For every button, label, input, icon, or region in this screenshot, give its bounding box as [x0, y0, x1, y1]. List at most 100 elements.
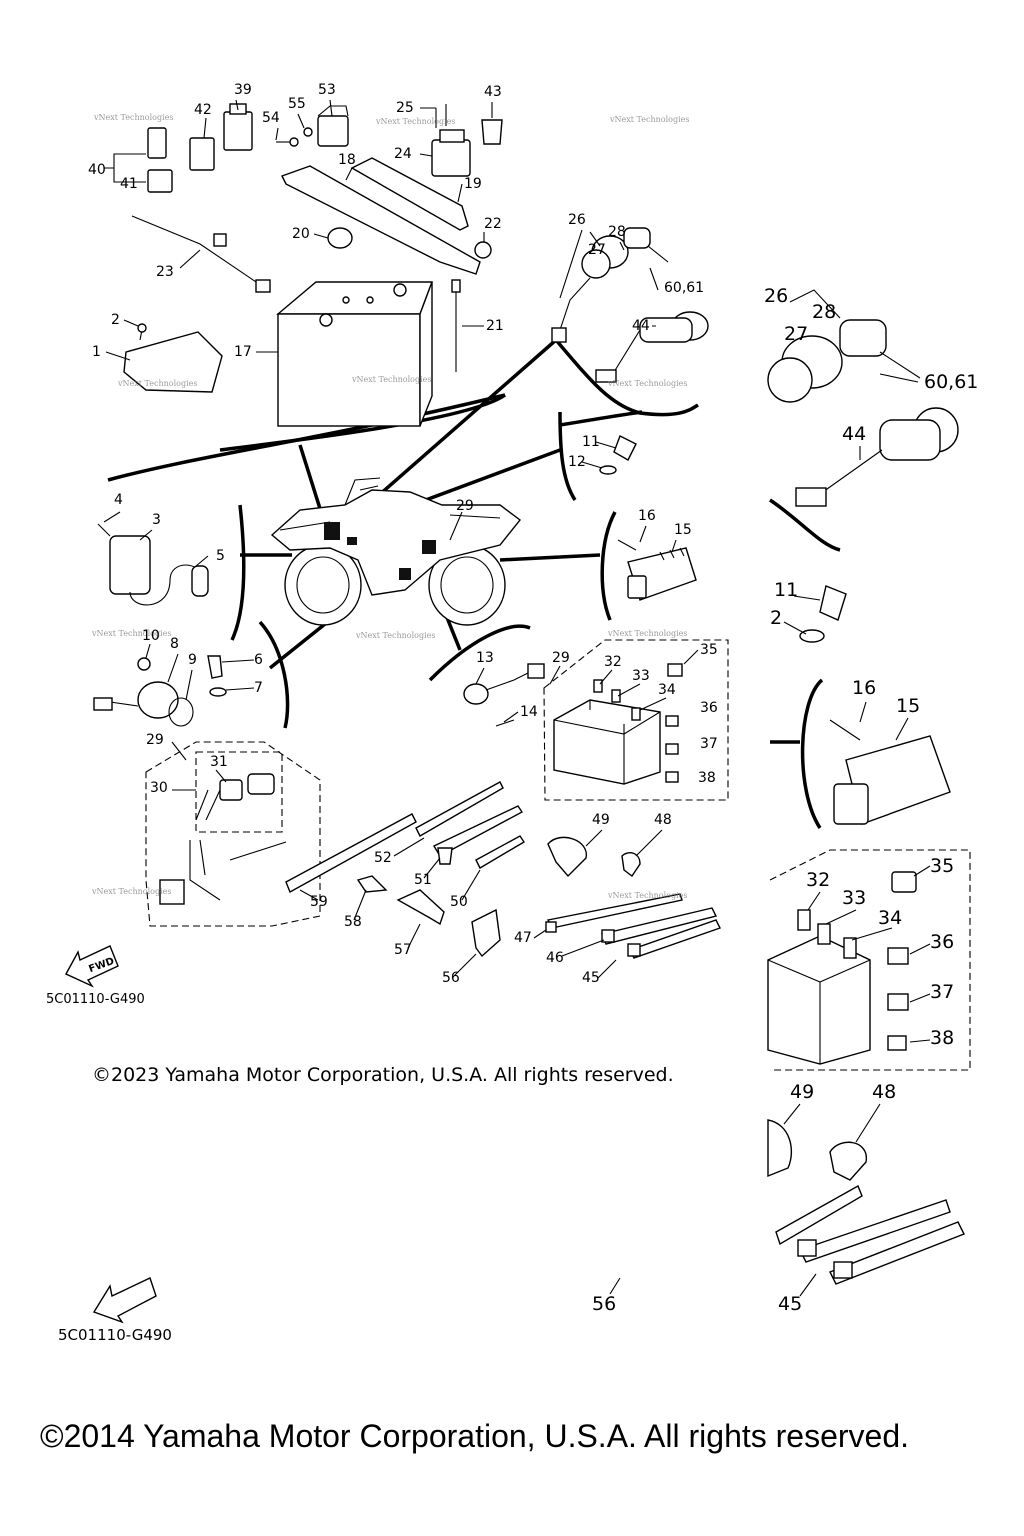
callout-8: 8	[170, 636, 179, 652]
callout-45: 45	[582, 970, 600, 986]
callout-21: 21	[486, 318, 504, 334]
callout-41: 41	[120, 176, 138, 192]
callout-labels: 1 2 3 4 5 6 7 8 9 10 11 12 13 14 15 16 1…	[88, 82, 718, 986]
callout-53: 53	[318, 82, 336, 98]
fwd-arrow: FWD	[65, 945, 119, 988]
callout-26: 26	[568, 212, 586, 228]
svg-text:vNext Technologies: vNext Technologies	[117, 379, 197, 388]
watermarks: vNext Technologies vNext Technologies vN…	[91, 113, 689, 900]
callout-6: 6	[254, 652, 263, 668]
enlarged-callout-48: 48	[872, 1081, 896, 1103]
svg-text:vNext Technologies: vNext Technologies	[355, 631, 435, 640]
callout-35: 35	[700, 642, 718, 658]
cdi-unit	[123, 323, 223, 393]
leader-lines	[103, 99, 699, 979]
diagram-code-lower: 5C01110-G490	[58, 1326, 172, 1344]
callout-9: 9	[188, 652, 197, 668]
rectifier-regulator	[617, 539, 697, 601]
enlarged-callout-15: 15	[896, 695, 920, 717]
thermo-switch	[599, 435, 637, 475]
fuse-box	[543, 639, 729, 801]
callout-27: 27	[588, 242, 606, 258]
enlarged-callout-16: 16	[852, 677, 876, 699]
svg-text:vNext Technologies: vNext Technologies	[607, 379, 687, 388]
speed-sensor-2	[463, 663, 545, 727]
callout-4: 4	[114, 492, 123, 508]
callout-3: 3	[152, 512, 161, 528]
callout-14: 14	[520, 704, 538, 720]
ties-and-clamps	[285, 781, 721, 959]
callout-39: 39	[234, 82, 252, 98]
enlarged-callout-37: 37	[930, 981, 954, 1003]
svg-text:vNext Technologies: vNext Technologies	[607, 891, 687, 900]
diagram-code: 5C01110-G490	[46, 992, 145, 1007]
callout-50: 50	[450, 894, 468, 910]
enlarged-callout-33: 33	[842, 887, 866, 909]
callout-42: 42	[194, 102, 212, 118]
enlarged-callout-11: 11	[774, 579, 798, 601]
speed-sensor	[93, 657, 194, 727]
svg-text:vNext Technologies: vNext Technologies	[351, 375, 431, 384]
callout-34: 34	[658, 682, 676, 698]
callout-38: 38	[698, 770, 716, 786]
callout-11: 11	[582, 434, 600, 450]
callout-5: 5	[216, 548, 225, 564]
main-switch	[551, 227, 709, 383]
copyright-2014: ©2014 Yamaha Motor Corporation, U.S.A. A…	[40, 1418, 910, 1454]
enlarged-callout-38: 38	[930, 1027, 954, 1049]
neutral-switch	[207, 655, 227, 697]
callout-18: 18	[338, 152, 356, 168]
svg-text:vNext Technologies: vNext Technologies	[607, 629, 687, 638]
group-bracket-lines	[107, 338, 841, 829]
callout-20: 20	[292, 226, 310, 242]
enlarged-callout-32: 32	[806, 869, 830, 891]
atv-illustration	[270, 477, 521, 626]
callout-29: 29	[456, 498, 474, 514]
svg-text:vNext Technologies: vNext Technologies	[609, 115, 689, 124]
callout-23: 23	[156, 264, 174, 280]
svg-text:vNext Technologies: vNext Technologies	[375, 117, 455, 126]
enlarged-callout-60-61: 60,61	[924, 371, 978, 393]
callout-52: 52	[374, 850, 392, 866]
callout-12: 12	[568, 454, 586, 470]
enlarged-callout-44: 44	[842, 423, 866, 445]
ignition-coil	[97, 523, 209, 606]
enlarged-callout-49: 49	[790, 1081, 814, 1103]
enlarged-callout-35: 35	[930, 855, 954, 877]
enlarged-callout-27: 27	[784, 323, 808, 345]
fwd-arrow-lower	[92, 1277, 157, 1324]
enlarged-callout-45: 45	[778, 1293, 802, 1315]
callout-10: 10	[142, 628, 160, 644]
callout-29b: 29	[552, 650, 570, 666]
svg-text:vNext Technologies: vNext Technologies	[93, 113, 173, 122]
callout-30: 30	[150, 780, 168, 796]
enlarged-callout-labels: 26 27 28 60,61 44 11 2 16 15 35 32 33 34…	[592, 285, 978, 1315]
callout-32: 32	[604, 654, 622, 670]
callout-19: 19	[464, 176, 482, 192]
enlarged-callout-28: 28	[812, 301, 836, 323]
callout-7: 7	[254, 680, 263, 696]
callout-59: 59	[310, 894, 328, 910]
callout-44: 44	[632, 318, 650, 334]
callout-51: 51	[414, 872, 432, 888]
callout-33: 33	[632, 668, 650, 684]
callout-46: 46	[546, 950, 564, 966]
relay-parts-cluster	[131, 103, 503, 372]
enlarged-callout-34: 34	[878, 907, 902, 929]
enlarged-callout-2: 2	[770, 607, 782, 629]
svg-text:vNext Technologies: vNext Technologies	[91, 887, 171, 896]
callout-43: 43	[484, 84, 502, 100]
callout-57: 57	[394, 942, 412, 958]
callout-60-61: 60,61	[664, 280, 704, 296]
callout-22: 22	[484, 216, 502, 232]
callout-54: 54	[262, 110, 280, 126]
callout-29c: 29	[146, 732, 164, 748]
callout-31: 31	[210, 754, 228, 770]
callout-25: 25	[396, 100, 414, 116]
enlarged-callout-56: 56	[592, 1293, 616, 1315]
callout-2: 2	[111, 312, 120, 328]
copyright-2023: ©2023 Yamaha Motor Corporation, U.S.A. A…	[92, 1064, 674, 1086]
wire-harness	[145, 741, 321, 927]
callout-24: 24	[394, 146, 412, 162]
